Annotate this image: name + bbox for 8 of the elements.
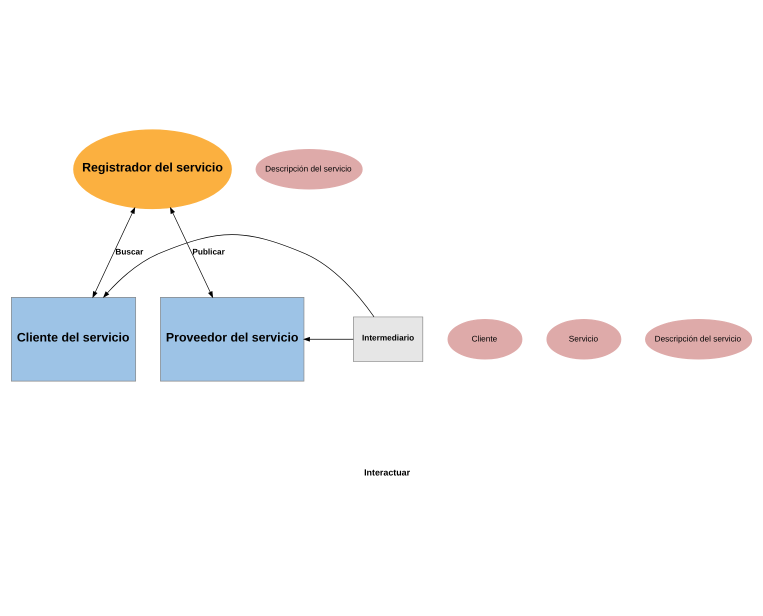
arrow xyxy=(92,206,136,298)
label: Interactuar xyxy=(364,468,410,478)
arrow xyxy=(170,206,214,298)
node-box: Cliente del servicio xyxy=(11,297,136,382)
node-ellipse: Registrador del servicio xyxy=(73,129,232,210)
arrow xyxy=(102,234,374,318)
arrow xyxy=(303,336,354,342)
node-box: Proveedor del servicio xyxy=(160,297,304,382)
